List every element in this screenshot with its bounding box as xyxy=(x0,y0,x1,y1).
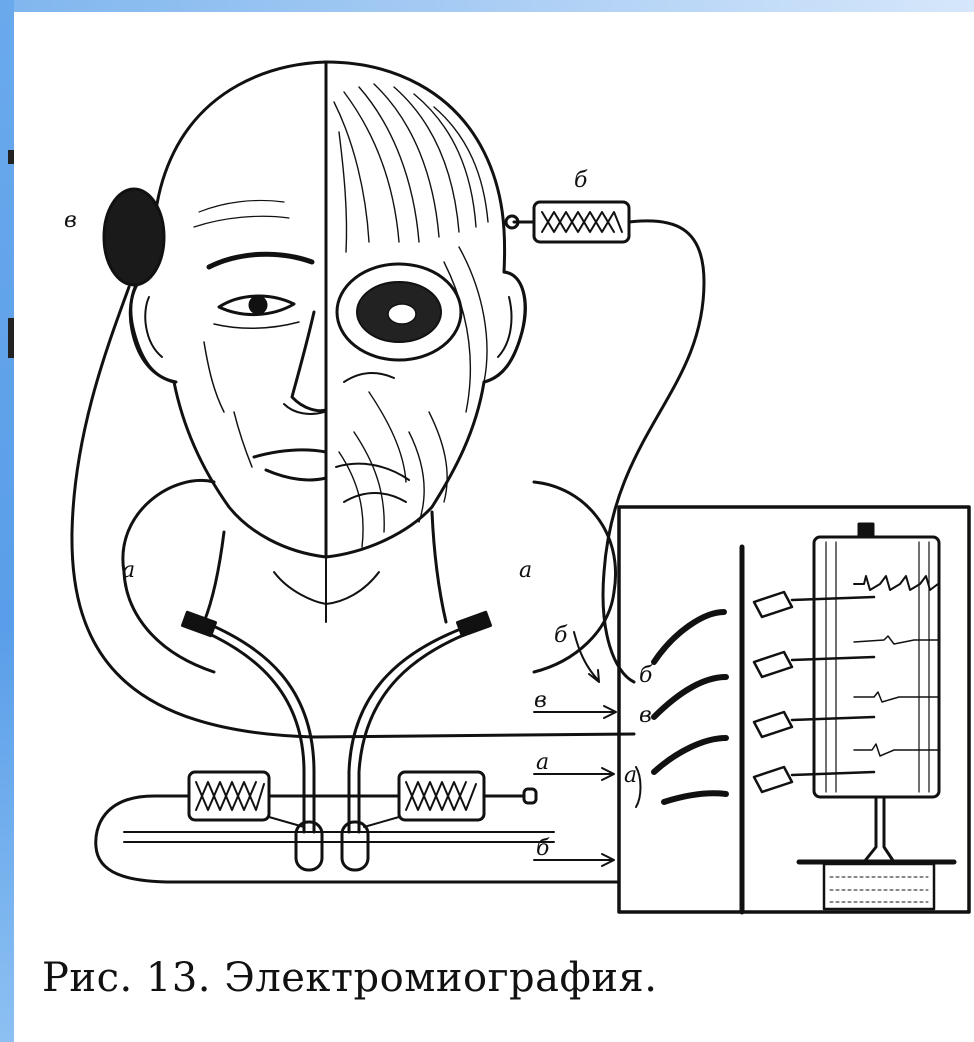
recorder-drum xyxy=(814,537,939,797)
label-a-recorder: а xyxy=(624,763,637,788)
mouth xyxy=(254,450,326,480)
top-frame-strip xyxy=(0,0,974,12)
trace-2 xyxy=(854,636,938,644)
electrode-right xyxy=(342,822,368,870)
electromyography-illustration: в б а а б в а б б в а xyxy=(14,12,974,922)
label-b-top: б xyxy=(574,168,588,193)
figure-caption: Рис. 13. Электромиография. xyxy=(42,955,657,1001)
diagram-svg: в б а а б в а б б в а xyxy=(14,12,974,922)
trace-4 xyxy=(854,744,938,756)
wire-v xyxy=(72,287,634,737)
label-v-arrow: в xyxy=(534,688,547,713)
nose xyxy=(292,312,326,411)
drum-stand xyxy=(864,797,894,862)
label-v-ear: в xyxy=(64,208,77,233)
electrode-left xyxy=(296,822,322,870)
trace-1 xyxy=(854,576,938,590)
trace-3 xyxy=(854,692,938,702)
lead-left xyxy=(194,627,304,832)
label-v-recorder: в xyxy=(639,703,652,728)
arrow-b-top xyxy=(574,632,599,682)
ear-electrode-v xyxy=(104,189,164,285)
label-a-left: а xyxy=(122,558,135,583)
left-eyebrow xyxy=(209,254,312,267)
label-a-arrow: а xyxy=(536,750,549,775)
left-ear xyxy=(130,272,176,382)
label-b-bottom: б xyxy=(536,836,550,861)
right-ear xyxy=(484,272,525,382)
label-b-arrow: б xyxy=(554,623,568,648)
collar-wire xyxy=(123,480,616,592)
label-a-right: а xyxy=(519,558,532,583)
recorder-box xyxy=(619,507,969,912)
label-b-recorder: б xyxy=(639,663,653,688)
